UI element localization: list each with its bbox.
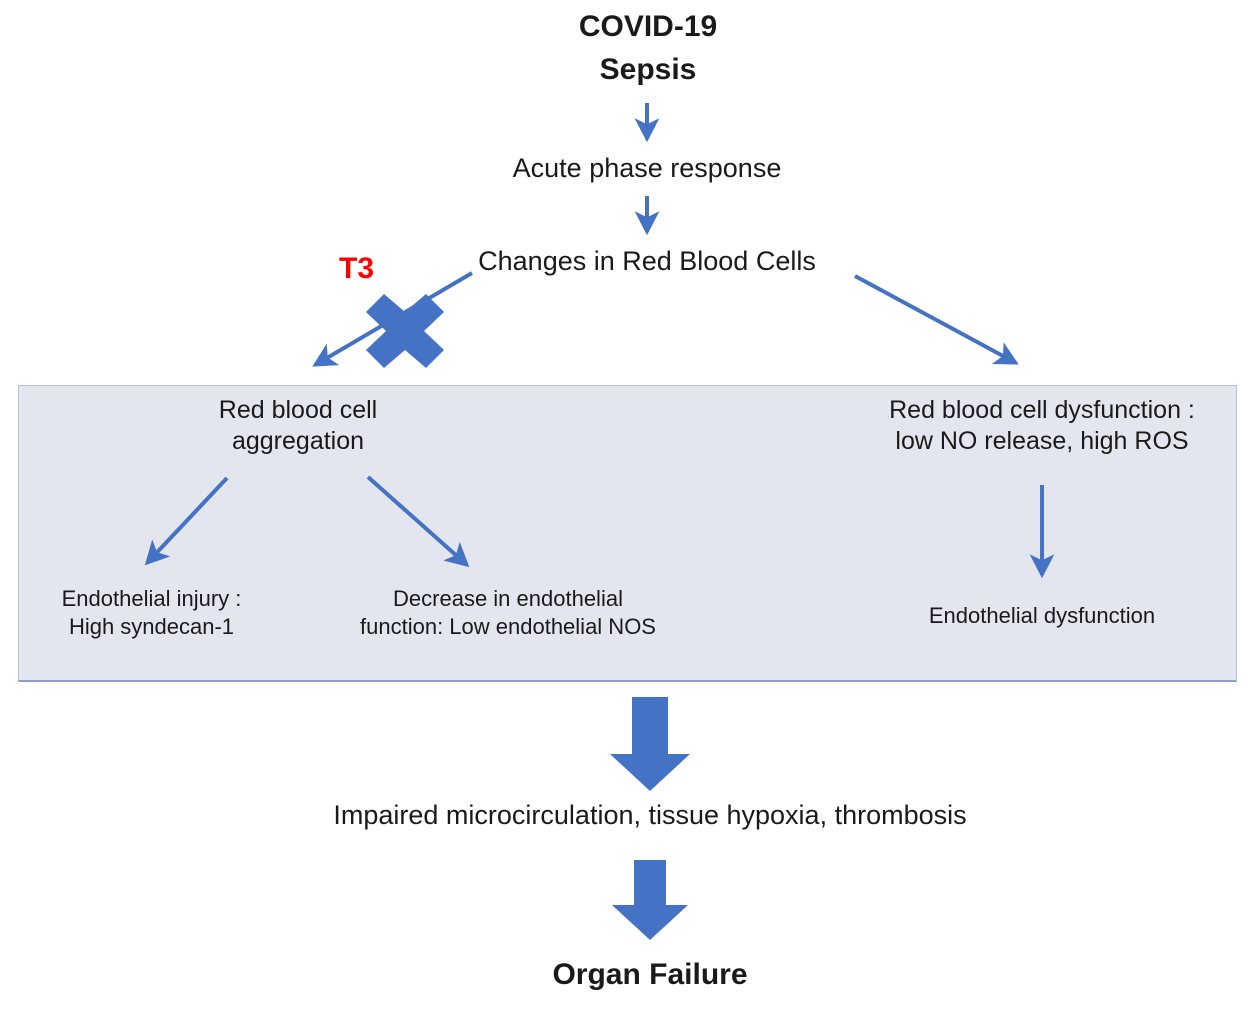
node-acute-phase-response: Acute phase response bbox=[512, 153, 782, 183]
block-arrow-impaired-to-organ-failure bbox=[612, 860, 688, 940]
node-sepsis: Sepsis bbox=[599, 53, 697, 86]
arrow-rbc-changes-to-aggregation bbox=[312, 271, 474, 367]
x-mark-inhibition-icon bbox=[366, 294, 444, 368]
node-red-blood-cell-aggregation: Red blood cell aggregation bbox=[218, 396, 378, 456]
node-red-blood-cell-dysfunction: Red blood cell dysfunction : low NO rele… bbox=[889, 396, 1195, 456]
node-organ-failure: Organ Failure bbox=[552, 958, 748, 991]
block-arrow-panel-to-impaired-microcirculation bbox=[610, 697, 690, 791]
node-decrease-endothelial-function: Decrease in endothelial function: Low en… bbox=[360, 586, 656, 639]
node-endothelial-injury: Endothelial injury : High syndecan-1 bbox=[61, 586, 242, 639]
node-endothelial-dysfunction: Endothelial dysfunction bbox=[928, 603, 1156, 628]
arrow-rbc-changes-to-dysfunction bbox=[854, 274, 1019, 365]
label-t3-inhibitor: T3 bbox=[339, 252, 375, 285]
node-changes-in-red-blood-cells: Changes in Red Blood Cells bbox=[478, 246, 816, 276]
node-covid19: COVID-19 bbox=[578, 10, 718, 43]
node-impaired-microcirculation: Impaired microcirculation, tissue hypoxi… bbox=[333, 800, 967, 830]
